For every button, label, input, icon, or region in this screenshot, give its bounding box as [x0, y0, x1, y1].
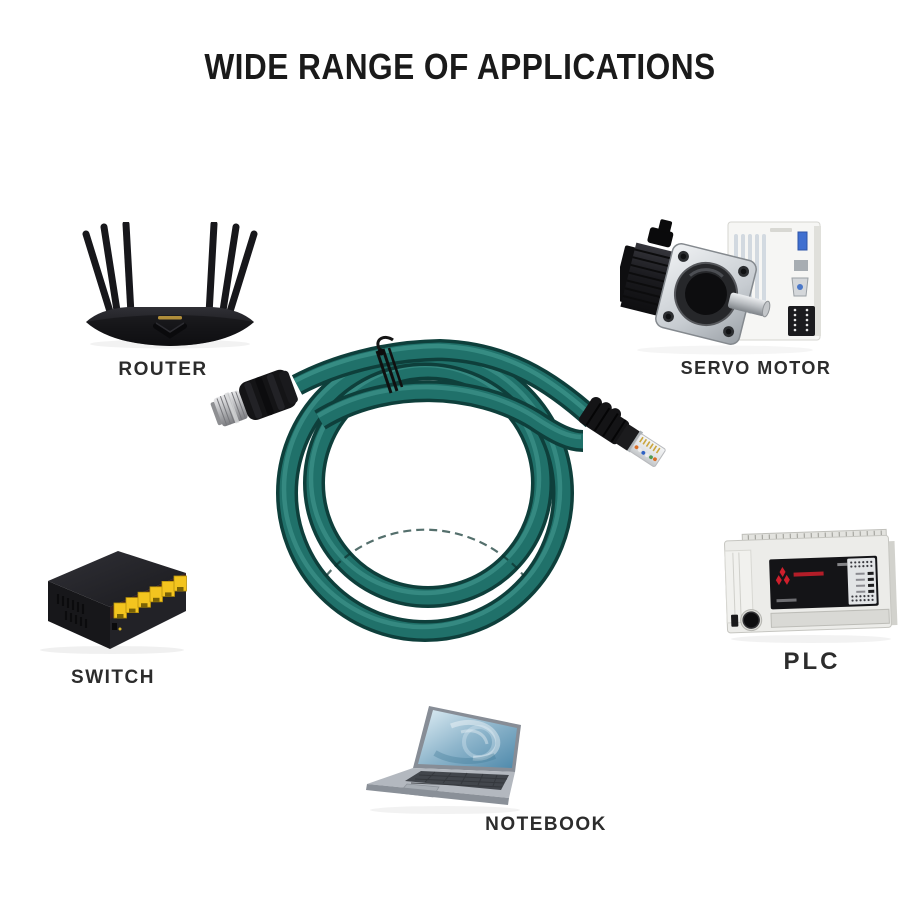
plc-image [720, 524, 902, 646]
notebook-front-edge [366, 784, 509, 805]
switch-top-face [48, 551, 186, 607]
router-chevron-detail [153, 323, 187, 339]
router-antennas [82, 222, 258, 322]
switch-ports [113, 575, 187, 619]
rj45-gold-pins [639, 436, 661, 454]
cable-print-marking [325, 528, 525, 577]
screen-wallpaper-swirl [433, 720, 501, 765]
rj45-connector [578, 397, 666, 467]
notebook-icon [366, 706, 521, 814]
router-logo-badge [158, 316, 182, 320]
mitsubishi-logo [775, 566, 824, 586]
m12-connector [210, 369, 298, 427]
switch-image [20, 543, 192, 655]
motor-shaft [727, 292, 768, 317]
plc-status-leds [855, 571, 875, 594]
notebook-image [365, 698, 535, 818]
switch-led [118, 627, 122, 631]
plc-label: PLC [783, 648, 841, 675]
plc-round-port [742, 611, 760, 629]
page-title: WIDE RANGE OF APPLICATIONS [204, 46, 716, 87]
servo-motor-body [620, 219, 771, 345]
switch-label: SWITCH [71, 667, 155, 688]
cable-tie [375, 335, 404, 394]
cable-strands [291, 338, 601, 452]
drive-blue-connector [797, 231, 808, 251]
servo-motor-label: SERVO MOTOR [680, 358, 832, 378]
drive-terminal-block [788, 306, 815, 336]
notebook-label: NOTEBOOK [485, 814, 607, 835]
router-image [70, 222, 270, 350]
switch-icon [40, 551, 187, 654]
rj45-wire-colors [634, 445, 657, 462]
servo-motor-image [620, 218, 835, 356]
flange-bolt-holes [662, 250, 750, 338]
notebook-screen [418, 710, 517, 768]
plc-model-text [776, 598, 797, 603]
plc-icon [724, 528, 898, 643]
plc-bottom-strip [770, 608, 890, 628]
plc-led-window [847, 557, 877, 605]
cable-product-image [185, 325, 685, 645]
servo-motor-icon [620, 219, 821, 355]
switch-vents [56, 594, 88, 628]
router-icon [82, 222, 258, 349]
router-label: ROUTER [118, 359, 208, 380]
ethernet-cable-icon [210, 335, 666, 642]
